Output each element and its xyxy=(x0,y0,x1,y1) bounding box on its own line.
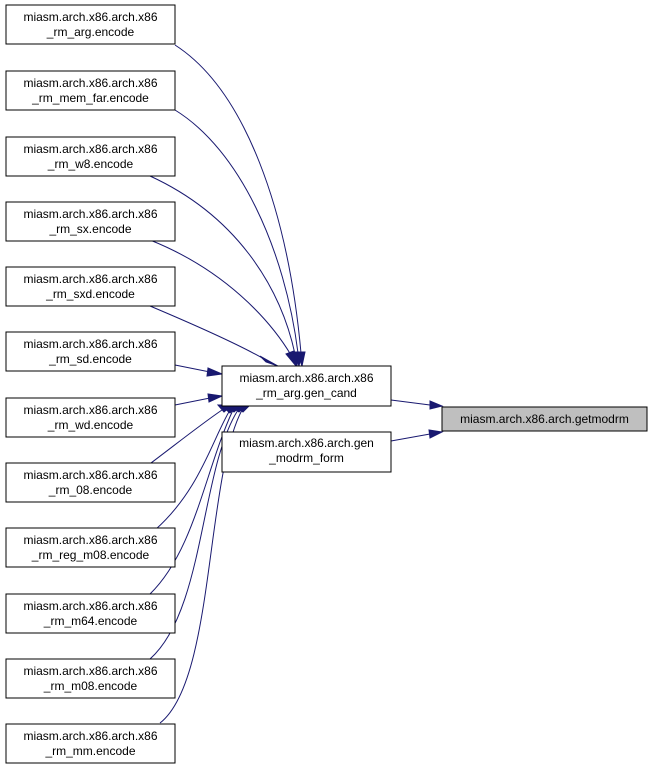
node-label-line2: _rm_reg_m08.encode xyxy=(31,548,150,562)
node-label-line1: miasm.arch.x86.arch.x86 xyxy=(23,599,157,613)
edges-to-getmodrm xyxy=(390,399,444,442)
node-label-line1: miasm.arch.x86.arch.x86 xyxy=(23,142,157,156)
node-label-line2: _rm_arg.encode xyxy=(46,25,135,39)
node-label-line2: _rm_m64.encode xyxy=(43,614,138,628)
edge-rm-arg-encode-to-gen-cand xyxy=(174,44,302,354)
node-label-line1: miasm.arch.x86.arch.x86 xyxy=(23,533,157,547)
node-box xyxy=(5,4,176,45)
node-label-line1: miasm.arch.x86.arch.x86 xyxy=(23,10,157,24)
node-box xyxy=(5,70,176,111)
node-box xyxy=(5,201,176,242)
arrowhead xyxy=(207,393,224,403)
node-label-line1: miasm.arch.x86.arch.x86 xyxy=(23,272,157,286)
arrowhead xyxy=(259,355,279,367)
node-label-line2: _rm_wd.encode xyxy=(47,418,134,432)
node-rm-m08-encode[interactable]: miasm.arch.x86.arch.x86 _rm_m08.encode xyxy=(5,658,176,699)
node-label-line1: miasm.arch.x86.arch.x86 xyxy=(23,403,157,417)
node-getmodrm[interactable]: miasm.arch.x86.arch.getmodrm xyxy=(441,406,648,432)
node-box xyxy=(5,723,176,764)
arrowheads-gen-cand xyxy=(206,350,306,414)
node-box xyxy=(5,331,176,372)
node-gen-modrm-form[interactable]: miasm.arch.x86.arch.gen _modrm_form xyxy=(221,431,392,473)
node-box xyxy=(5,527,176,568)
edge-rm-08-encode-to-gen-cand xyxy=(146,409,223,467)
node-label-line1: miasm.arch.x86.arch.gen xyxy=(239,436,374,450)
node-box xyxy=(5,397,176,438)
node-rm-wd-encode[interactable]: miasm.arch.x86.arch.x86 _rm_wd.encode xyxy=(5,397,176,438)
node-rm-mm-encode[interactable]: miasm.arch.x86.arch.x86 _rm_mm.encode xyxy=(5,723,176,764)
node-box xyxy=(5,462,176,503)
node-rm-reg-m08-encode[interactable]: miasm.arch.x86.arch.x86 _rm_reg_m08.enco… xyxy=(5,527,176,568)
node-label-line1: miasm.arch.x86.arch.x86 xyxy=(239,371,373,385)
edge-rm-sxd-encode-to-gen-cand xyxy=(149,305,265,360)
node-rm-sxd-encode[interactable]: miasm.arch.x86.arch.x86 _rm_sxd.encode xyxy=(5,266,176,307)
edge-rm-sd-encode-to-gen-cand xyxy=(174,364,211,373)
node-box xyxy=(5,266,176,307)
edge-rm-sx-encode-to-gen-cand xyxy=(149,239,292,356)
edge-rm-w8-encode-to-gen-cand xyxy=(149,175,296,355)
edge-rm-reg-m08-encode-to-gen-cand xyxy=(154,409,231,531)
node-rm-m64-encode[interactable]: miasm.arch.x86.arch.x86 _rm_m64.encode xyxy=(5,593,176,634)
node-rm-arg-gen-cand[interactable]: miasm.arch.x86.arch.x86 _rm_arg.gen_cand xyxy=(221,365,392,407)
node-box-highlighted xyxy=(441,406,648,432)
node-label-line1: miasm.arch.x86.arch.x86 xyxy=(23,337,157,351)
edge-rm-wd-encode-to-gen-cand xyxy=(174,397,211,406)
node-rm-sd-encode[interactable]: miasm.arch.x86.arch.x86 _rm_sd.encode xyxy=(5,331,176,372)
node-label-line2: _rm_w8.encode xyxy=(47,157,134,171)
node-rm-arg-encode[interactable]: miasm.arch.x86.arch.x86 _rm_arg.encode xyxy=(5,4,176,45)
node-rm-08-encode[interactable]: miasm.arch.x86.arch.x86 _rm_08.encode xyxy=(5,462,176,503)
node-label-line2: _rm_08.encode xyxy=(48,483,133,497)
node-label-line2: _rm_mm.encode xyxy=(44,744,135,758)
node-label-line2: _rm_sd.encode xyxy=(48,352,132,366)
node-rm-w8-encode[interactable]: miasm.arch.x86.arch.x86 _rm_w8.encode xyxy=(5,136,176,177)
edge-gen-cand-to-getmodrm xyxy=(390,399,431,406)
node-box xyxy=(5,658,176,699)
node-label-line2: _rm_m08.encode xyxy=(43,679,138,693)
node-label-line2: _rm_mem_far.encode xyxy=(31,91,149,105)
node-box xyxy=(221,431,392,473)
node-rm-mem-far-encode[interactable]: miasm.arch.x86.arch.x86 _rm_mem_far.enco… xyxy=(5,70,176,111)
edge-rm-mem-far-encode-to-gen-cand xyxy=(174,109,299,354)
arrowhead xyxy=(428,429,444,439)
node-rm-sx-encode[interactable]: miasm.arch.x86.arch.x86 _rm_sx.encode xyxy=(5,201,176,242)
node-label-line1: miasm.arch.x86.arch.x86 xyxy=(23,207,157,221)
edge-gen-modrm-form-to-getmodrm xyxy=(390,433,431,442)
node-label-line1: miasm.arch.x86.arch.x86 xyxy=(23,468,157,482)
node-label-line1: miasm.arch.x86.arch.x86 xyxy=(23,76,157,90)
node-box xyxy=(5,136,176,177)
node-label-line1: miasm.arch.x86.arch.x86 xyxy=(23,664,157,678)
node-label-line2: _rm_arg.gen_cand xyxy=(255,386,357,400)
arrowhead xyxy=(206,367,224,377)
node-box xyxy=(221,365,392,407)
node-label-line2: _modrm_form xyxy=(268,451,344,465)
node-box xyxy=(5,593,176,634)
node-label-line2: _rm_sxd.encode xyxy=(45,287,135,301)
arrowhead xyxy=(429,400,444,410)
node-label-line1: miasm.arch.x86.arch.x86 xyxy=(23,729,157,743)
node-label-line2: _rm_sx.encode xyxy=(48,222,131,236)
node-label: miasm.arch.x86.arch.getmodrm xyxy=(460,412,629,426)
arrowhead xyxy=(285,350,297,368)
